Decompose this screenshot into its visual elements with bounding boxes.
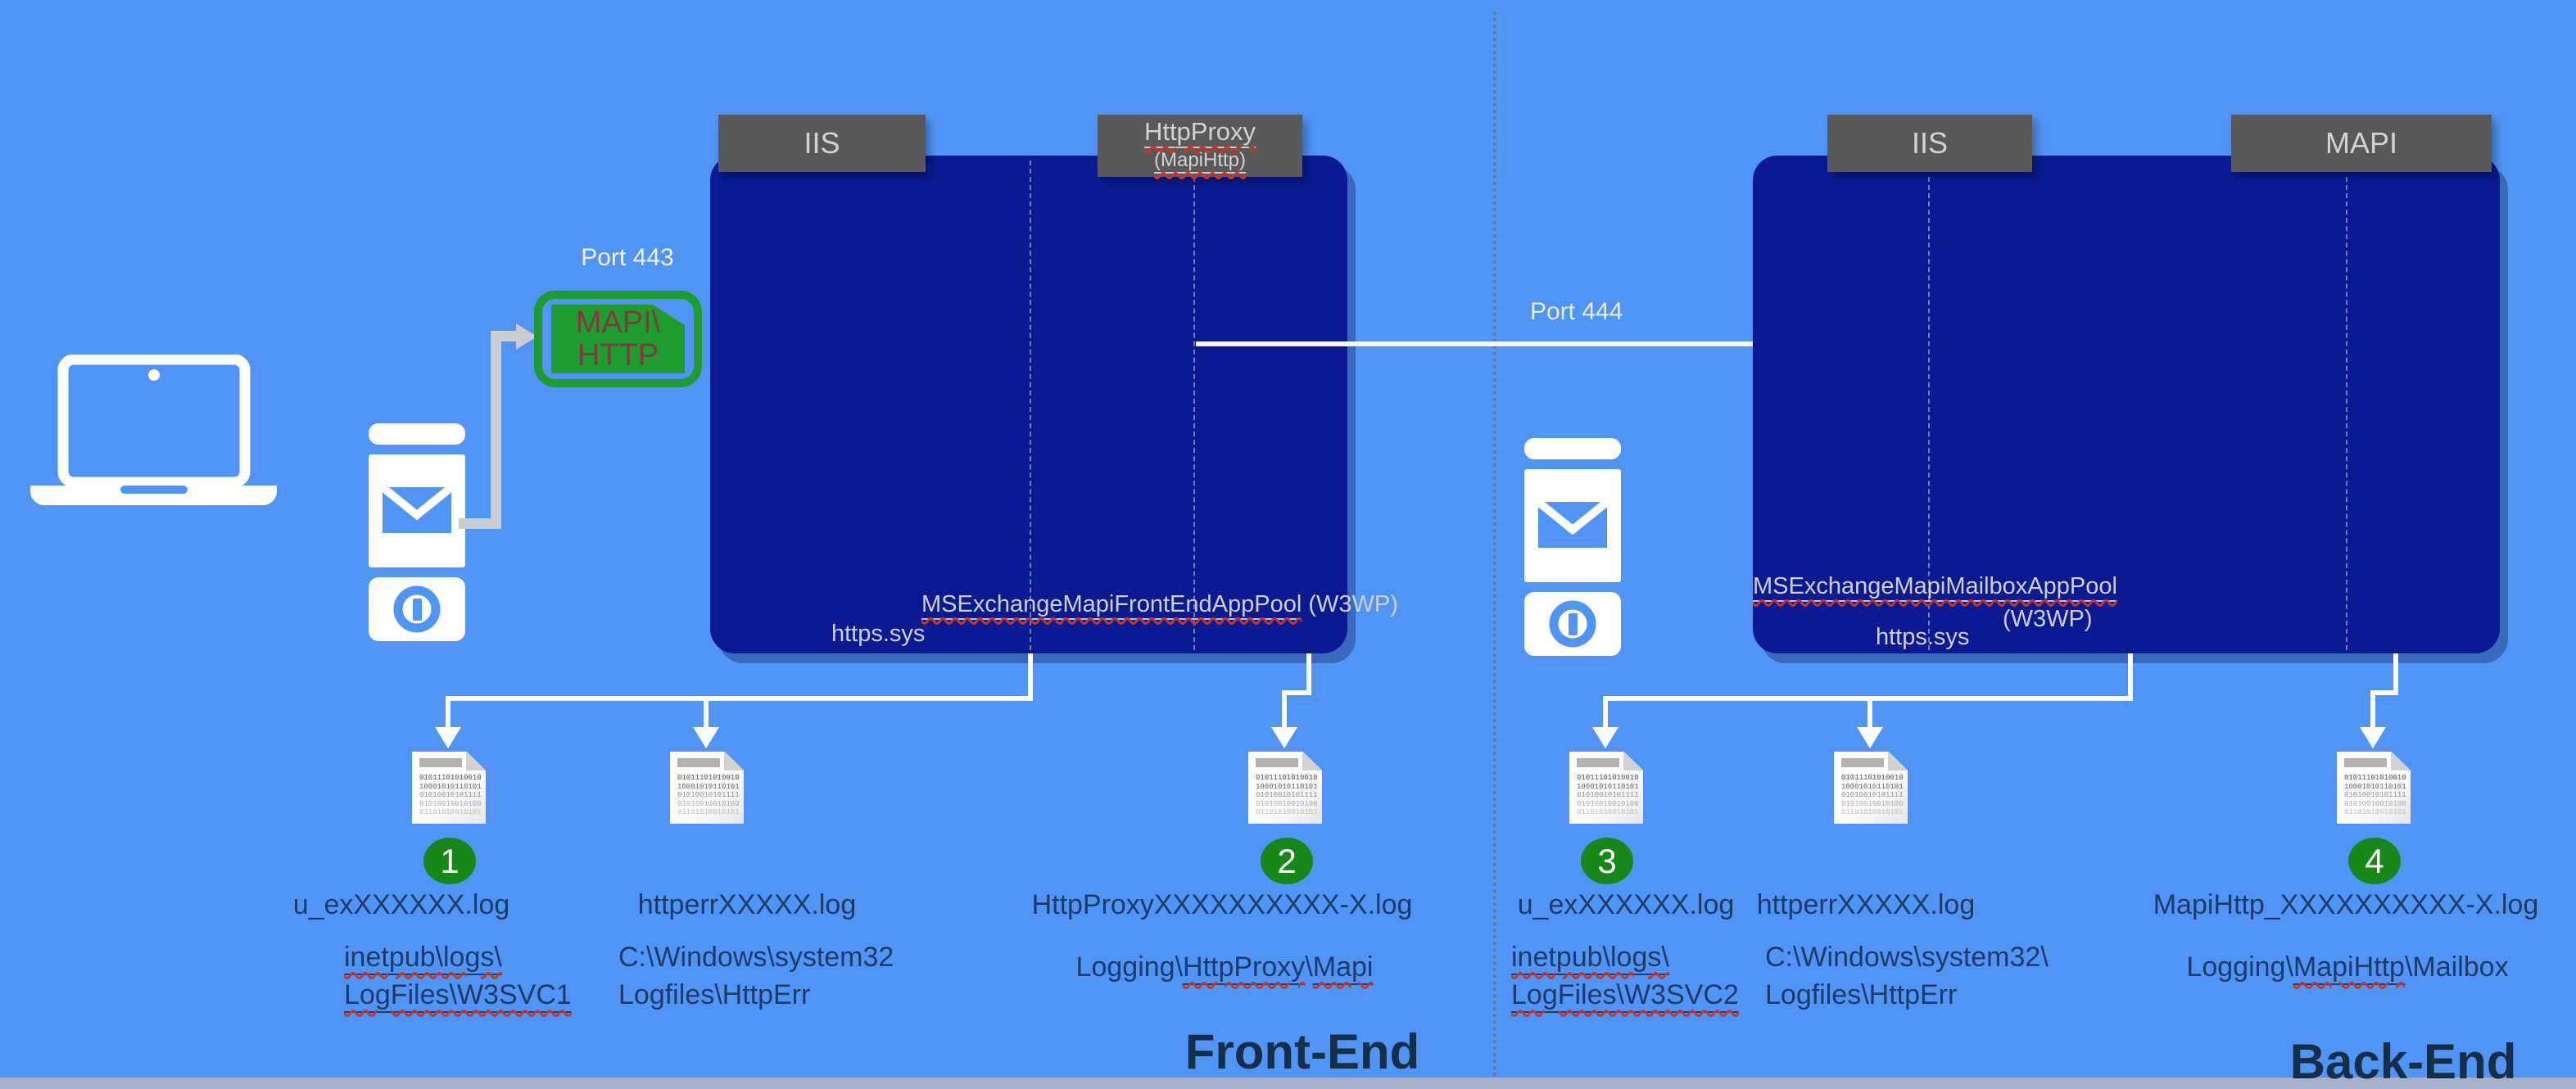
mapi-http-line2: HTTP (577, 338, 659, 373)
tab-backend-mapi-label: MAPI (2325, 126, 2397, 160)
client-connector-vertical (491, 331, 501, 529)
backend-apppool-suffix: (W3WP) (2003, 606, 2093, 632)
frontend-proxy-connector-v2 (1282, 690, 1287, 729)
port-444-label: Port 444 (1530, 298, 1623, 325)
backend-apppool-label: MSExchangeMapiMailboxAppPool (1753, 573, 2117, 602)
client-connector-arrowhead-icon (516, 323, 537, 350)
port-443-label: Port 443 (581, 244, 674, 271)
backend-mapi-connector-h (2370, 690, 2398, 695)
tab-frontend-iis: IIS (718, 115, 926, 172)
frontend-log1-arrowhead (435, 727, 461, 748)
frontend-dashed-line-iis (1030, 160, 1031, 650)
backend-panel (1753, 156, 2500, 653)
bottom-strip (0, 1078, 2576, 1089)
tab-frontend-httpproxy: HttpProxy (MapiHttp) (1098, 115, 1302, 177)
frontend-apppool-name: MSExchangeMapiFrontEndAppPool (921, 591, 1302, 620)
backend-mapi-connector-v1 (2393, 653, 2398, 694)
backend-dashed-line-mapi (2346, 177, 2347, 650)
tab-backend-iis: IIS (1827, 115, 2032, 172)
frontend-log-connector-h (446, 696, 1033, 701)
mapi-http-file-icon: MAPI\ HTTP (551, 305, 685, 373)
path-front-httperr: C:\Windows\system32 Logfiles\HttpErr (618, 942, 894, 1010)
mapi-http-line1: MAPI\ (575, 305, 661, 340)
frontend-dashed-line-proxy (1193, 177, 1195, 650)
filename-front-iis: u_exXXXXXX.log (292, 889, 510, 920)
path-back-httperr: C:\Windows\system32\ Logfiles\HttpErr (1765, 942, 2049, 1010)
laptop-icon (30, 355, 277, 505)
filename-back-httperr: httperrXXXXX.log (1756, 889, 1976, 920)
backend-mapi-arrowhead (2360, 727, 2386, 748)
frontend-panel (710, 156, 1347, 653)
tab-backend-iis-label: IIS (1911, 126, 1948, 160)
path-front-proxy: Logging\HttpProxy\Mapi (1076, 948, 1374, 986)
filename-back-mapi: MapiHttp_XXXXXXXXXX-X.log (2153, 889, 2539, 920)
path-back-iis: inetpub\logs\ LogFiles\W3SVC2 (1511, 938, 1739, 1014)
mail-server-icon-front (369, 423, 465, 641)
frontend-proxy-connector-v1 (1306, 653, 1311, 694)
tab-mapihttp-sublabel: (MapiHttp) (1153, 149, 1247, 174)
frontend-apppool-label: MSExchangeMapiFrontEndAppPool (W3WP) (921, 591, 1398, 620)
frontend-apppool-suffix: (W3WP) (1302, 591, 1398, 617)
badge-2: 2 (1261, 838, 1313, 884)
frontend-log1-riser (446, 696, 450, 729)
backend-log1-arrowhead (1592, 727, 1618, 748)
path-front-iis: inetpub\logs\ LogFiles\W3SVC1 (344, 938, 572, 1014)
frontend-log2-arrowhead (693, 727, 719, 748)
filename-front-proxy: HttpProxyXXXXXXXXXX-X.log (1031, 889, 1413, 920)
backend-log-connector-v (2128, 653, 2133, 699)
filename-back-iis: u_exXXXXXX.log (1517, 889, 1735, 920)
backend-log2-arrowhead (1857, 727, 1883, 748)
badge-4: 4 (2348, 838, 2401, 884)
badge-3: 3 (1581, 838, 1633, 884)
frontend-proxy-connector-h (1282, 690, 1311, 695)
backend-section-label: Back-End (2289, 1034, 2517, 1089)
client-connector-top (501, 331, 518, 341)
badge-1: 1 (423, 838, 476, 884)
filename-front-httperr: httperrXXXXX.log (637, 889, 857, 920)
tab-backend-mapi: MAPI (2231, 115, 2492, 172)
frontend-section-label: Front-End (1184, 1024, 1420, 1079)
backend-dashed-line-iis (1928, 177, 1930, 650)
frontend-log-connector-v (1028, 653, 1033, 699)
frontend-log2-riser (704, 696, 709, 729)
mapi-http-box: MAPI\ HTTP (534, 291, 702, 387)
backend-mapi-connector-v2 (2370, 690, 2375, 729)
backend-httpsys-label: https.sys (1876, 624, 1970, 650)
port-444-arrow-line (1196, 341, 1905, 346)
backend-log1-riser (1603, 696, 1608, 729)
path-back-mapi: Logging\MapiHttp\Mailbox (2186, 948, 2509, 986)
frontend-httpsys-label: https.sys (831, 621, 926, 647)
frontend-proxy-arrowhead (1271, 727, 1297, 748)
tab-httpproxy-label: HttpProxy (1143, 117, 1256, 148)
mail-server-icon-back (1524, 438, 1621, 656)
frontend-backend-separator (1493, 11, 1496, 1078)
backend-log2-riser (1867, 696, 1872, 729)
backend-apppool-name: MSExchangeMapiMailboxAppPool (1753, 573, 2117, 602)
tab-frontend-iis-label: IIS (804, 126, 840, 160)
